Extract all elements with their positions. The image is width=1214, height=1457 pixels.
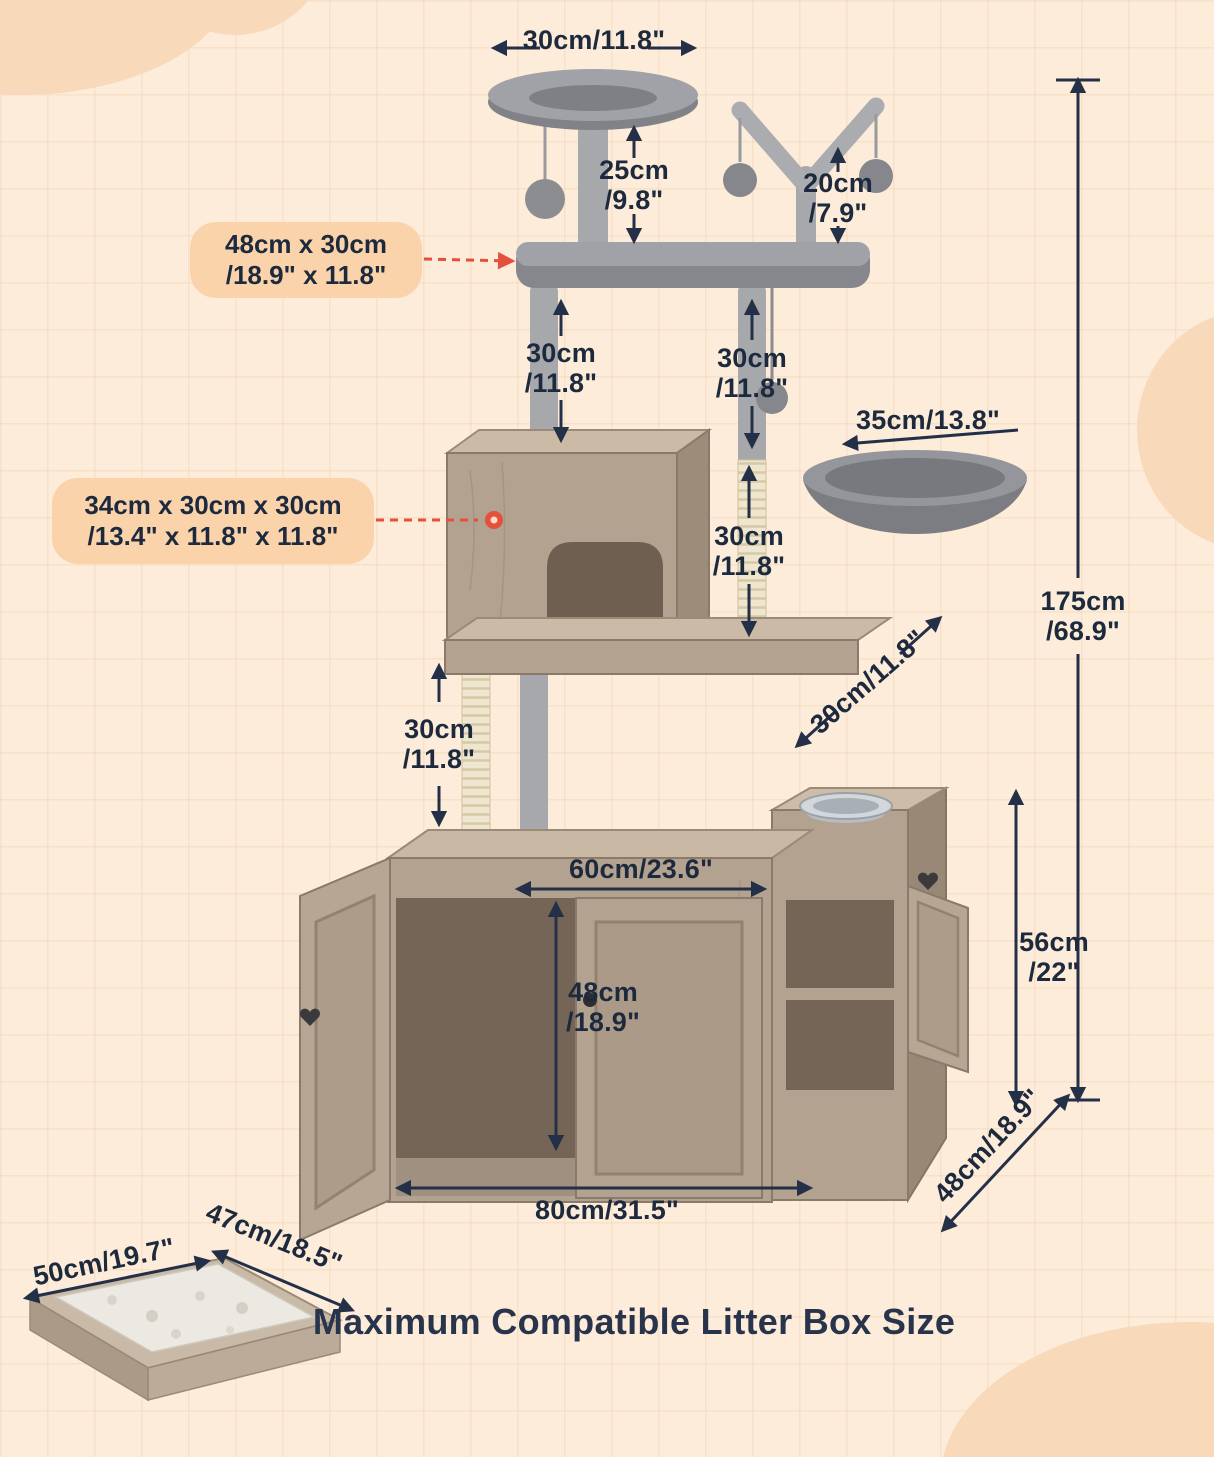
label-cabinet-width: 80cm/31.5" [535,1194,679,1225]
top-perch [488,69,698,130]
cabinet-middle-door [575,897,763,1199]
label-top-perch-width: 30cm/11.8" [522,24,666,55]
pompom [525,179,565,219]
heart-cutout-side [917,872,939,890]
heart-cutout [299,1008,321,1026]
label-lower-left-post: 30cm /11.8" [402,713,476,774]
feeding-bowl [799,792,893,823]
dimension-lines [22,39,1100,1313]
cabinet-interior [396,898,576,1196]
cat-tree-illustration [299,69,1027,1242]
callout-condo-size: 34cm x 30cm x 30cm /13.4" x 11.8" x 11.8… [52,478,374,564]
callout-leaders [376,251,516,529]
label-upper-right-post: 30cm /11.8" [715,342,789,403]
label-perch-to-platform: 25cm /9.8" [599,154,669,215]
top-platform [516,242,870,288]
label-opening-height: 48cm /18.9" [565,976,641,1037]
cabinet-left-door [299,856,391,1242]
hanging-basket [803,450,1027,534]
cabinet-right-door [907,884,969,1074]
middle-platform [441,617,894,675]
label-cabinet-height: 56cm /22" [1019,926,1089,987]
pompom-toy-stand [723,97,893,260]
label-mid-right-post: 30cm /11.8" [712,520,786,581]
label-toy-bar-height: 20cm /7.9" [803,167,873,228]
door-knob [583,993,597,1007]
label-total-height: 175cm /68.9" [1040,585,1126,646]
litter-cabinet [299,786,969,1242]
top-post [578,105,608,250]
callout-top-platform-size: 48cm x 30cm /18.9" x 11.8" [190,222,422,298]
label-basket-width: 35cm/13.8" [856,404,1000,435]
label-upper-left-post: 30cm /11.8" [524,337,598,398]
label-opening-width: 60cm/23.6" [569,853,713,884]
footer-caption: Maximum Compatible Litter Box Size [312,1301,956,1342]
